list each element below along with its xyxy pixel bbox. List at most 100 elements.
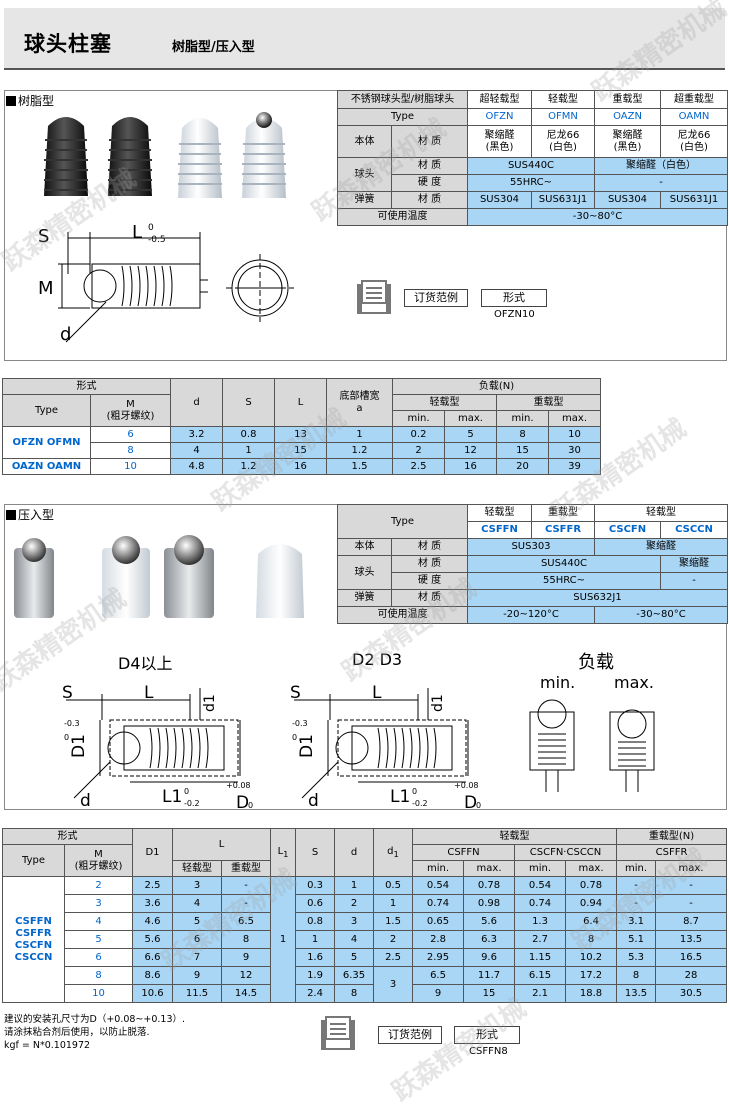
temp-value: -20~120°C <box>467 606 595 624</box>
t2-min-header: min. <box>412 860 465 877</box>
catalog-icon <box>321 1016 355 1050</box>
t2-cell: 4 <box>334 930 375 949</box>
t2-cell: 1.15 <box>514 948 567 967</box>
t2-cell: 14.5 <box>220 984 272 1003</box>
dim-D-tol-top: +0.08 <box>454 781 479 790</box>
t2-cell: 2 <box>64 876 133 895</box>
t2-max-header: max. <box>463 860 516 877</box>
t1-m-label: M <box>126 398 135 410</box>
material-label: 材 质 <box>391 125 468 158</box>
t2-cell: - <box>655 894 728 913</box>
t2-m-header: M(粗牙螺纹) <box>64 844 133 877</box>
t1-cell: 5 <box>444 426 497 443</box>
dim-l-tol-bot: -0.5 <box>148 235 166 245</box>
t2-cell: 2.8 <box>412 930 465 949</box>
t1-cell: 6 <box>90 426 171 443</box>
spring-material: SUS304 <box>467 191 532 209</box>
t2-cell: 8 <box>64 966 133 985</box>
photo-csccn <box>256 544 304 618</box>
t2-csffn-header: CSFFN <box>412 844 516 861</box>
t2-cell: 8 <box>616 966 657 985</box>
t2-cell: 0.98 <box>463 894 516 913</box>
t2-d-header: d <box>334 828 375 877</box>
t2-cell: 5.1 <box>616 930 657 949</box>
body-material-name: 聚缩醛 <box>484 129 515 141</box>
t2-L1-cell: 1 <box>270 876 297 1003</box>
t2-L1-sub: 1 <box>283 848 289 859</box>
spec-head-grade: 超轻载型 <box>467 90 532 109</box>
resin-spec-table: 不锈钢球头型/树脂球头 超轻载型 轻载型 重载型 超重载型 Type OFZN … <box>337 90 728 226</box>
t1-cell: 0.8 <box>222 426 275 443</box>
ps-grade: 重载型 <box>531 504 595 522</box>
t2-min-header: min. <box>616 860 657 877</box>
dim-l-label: L <box>372 683 382 703</box>
t2-cell: 5 <box>64 930 133 949</box>
pressfit-spec-table: Type 轻载型 重载型 轻载型 CSFFN CSFFR CSCFN CSCCN… <box>337 504 728 624</box>
body-material-color: (白色) <box>549 141 577 153</box>
t2-cell: 10.6 <box>132 984 173 1003</box>
t1-cell: 10 <box>90 458 171 475</box>
t2-cell: 6.15 <box>514 966 567 985</box>
t2-cell: 0.54 <box>412 876 465 895</box>
t2-cell: 28 <box>655 966 728 985</box>
t2-cell: - <box>616 876 657 895</box>
photo-csffr <box>102 536 150 618</box>
t2-cell: 8 <box>220 930 272 949</box>
dim-m-label: M <box>38 278 54 299</box>
dim-d1-label: d1 <box>202 694 218 712</box>
order-example-button[interactable]: 订货范例 <box>378 1026 442 1044</box>
t2-cell: 2 <box>373 930 414 949</box>
form-button[interactable]: 形式 <box>454 1026 520 1044</box>
t2-cell: 10.2 <box>565 948 618 967</box>
t2-cell: 1 <box>334 876 375 895</box>
type-code: CSCCN <box>14 951 53 963</box>
body-material: 聚缩醛(黑色) <box>467 125 532 158</box>
body-material-name: 尼龙66 <box>546 129 580 141</box>
t1-cell: 16 <box>444 458 497 475</box>
t1-cell: 12 <box>444 442 497 459</box>
watermark: 跃森精密机械 <box>386 993 532 1108</box>
photo-ofmn <box>108 117 152 196</box>
t2-light-header: 轻载型 <box>412 828 618 845</box>
dim-D1-tol-top: 0 <box>64 733 69 742</box>
pressfit-dimension-table: 形式 D1 L L1 S d d1 轻载型 重载型(N) Type M(粗牙螺纹… <box>2 828 728 1003</box>
t2-cell: 3 <box>334 912 375 931</box>
order-example-button[interactable]: 订货范例 <box>404 289 468 307</box>
t2-cell: 3 <box>64 894 133 913</box>
t1-m-header: M(粗牙螺纹) <box>90 394 171 427</box>
type-code: OAZN <box>594 108 661 126</box>
hardness-label: 硬 度 <box>391 174 468 192</box>
t2-S-header: S <box>295 828 336 877</box>
t2-heavy-header: 重载型(N) <box>616 828 728 845</box>
t2-csffr-header: CSFFR <box>616 844 728 861</box>
t1-d-header: d <box>170 378 223 427</box>
type-code: CSCFN <box>594 521 661 539</box>
resin-section-label: 树脂型 <box>6 92 54 109</box>
t2-cell: 5 <box>334 948 375 967</box>
t2-cell: 13.5 <box>655 930 728 949</box>
type-code: CSFFN <box>15 915 52 927</box>
t1-cell: 8 <box>90 442 171 459</box>
note-line: kgf = N*0.101972 <box>4 1040 91 1051</box>
t2-cell: 3.6 <box>132 894 173 913</box>
t2-type-header: Type <box>2 844 65 877</box>
t2-cell: 30.5 <box>655 984 728 1003</box>
dim-D1-tol-bot: -0.3 <box>292 719 308 728</box>
table-row: 8 4 1 15 1.2 2 12 15 30 <box>3 442 602 459</box>
spec-head-type: 不锈钢球头型/树脂球头 <box>337 90 468 109</box>
t1-cell: 30 <box>547 442 602 459</box>
body-material-name: 聚缩醛 <box>612 129 643 141</box>
spring-material: SUS632J1 <box>467 589 728 607</box>
t1-cell: 1.2 <box>326 442 393 459</box>
material-label: 材 质 <box>391 589 468 607</box>
type-code: OAMN <box>660 108 728 126</box>
ball-label: 球头 <box>337 157 392 192</box>
temp-value: -30~80°C <box>467 208 728 226</box>
form-button[interactable]: 形式 <box>481 289 547 307</box>
dim-s-label: S <box>62 683 73 703</box>
t2-cell: - <box>220 894 272 913</box>
type-code: OFZN <box>467 108 532 126</box>
dim-D1-label: D1 <box>69 734 89 758</box>
type-code: OFMN <box>531 108 595 126</box>
